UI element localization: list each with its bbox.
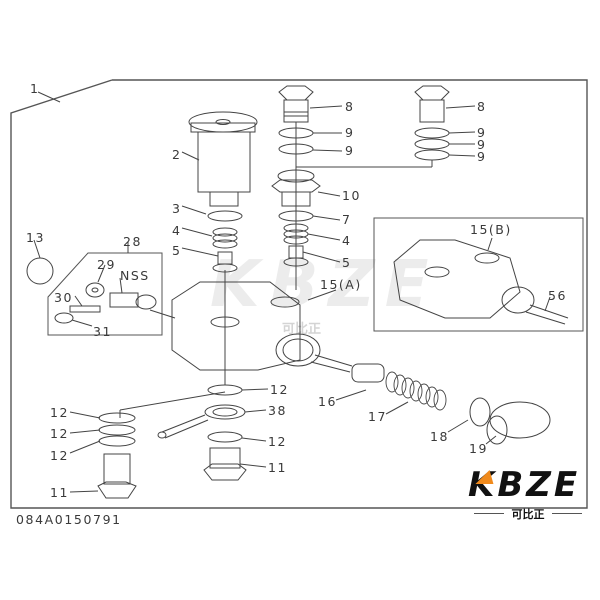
part-4-spring: [212, 227, 238, 249]
callout-11: 11: [268, 460, 287, 475]
callout-30: 30: [54, 290, 73, 305]
part-11b-bolt: [97, 453, 137, 499]
callout-56: 56: [548, 288, 567, 303]
callout-5: 5: [342, 255, 352, 270]
callout-17: 17: [368, 409, 387, 424]
drawing-code: 084A0150791: [16, 512, 122, 527]
inset-box-15b: [373, 217, 584, 332]
callout-15a: 15(A): [320, 277, 362, 292]
callout-1: 1: [30, 81, 40, 96]
part-31-clip: [54, 312, 74, 324]
part-3-oring: [207, 210, 243, 222]
callout-12: 12: [50, 448, 69, 463]
part-18-ring: [469, 397, 491, 427]
part-29-washer: [85, 282, 105, 298]
callout-10: 10: [342, 188, 361, 203]
callout-19: 19: [469, 441, 488, 456]
callout-38: 38: [268, 403, 287, 418]
callout-9: 9: [477, 125, 487, 140]
callout-12: 12: [50, 426, 69, 441]
inset-box-28: [47, 252, 163, 336]
part-8-bolt: [278, 85, 314, 123]
callout-nss: NSS: [120, 268, 150, 283]
callout-9: 9: [477, 149, 487, 164]
callout-18: 18: [430, 429, 449, 444]
part-11-bolt: [203, 447, 247, 481]
part-nss-lever: [109, 292, 157, 310]
part-12-washer: [207, 384, 243, 396]
part-16-piston: [351, 363, 385, 383]
callout-9: 9: [345, 143, 355, 158]
watermark-ghost: KBZE: [210, 248, 439, 322]
callout-28: 28: [123, 234, 142, 249]
callout-16: 16: [318, 394, 337, 409]
part-19-plug: [486, 401, 551, 445]
callout-29: 29: [97, 257, 116, 272]
callout-8: 8: [477, 99, 487, 114]
part-38-banjo: [157, 404, 246, 439]
watermark-ghost-subtitle: 可比正: [282, 322, 322, 337]
callout-9: 9: [345, 125, 355, 140]
part-15b-body: [393, 239, 569, 325]
leader-1: [37, 91, 61, 103]
callout-5: 5: [172, 243, 182, 258]
callout-3: 3: [172, 201, 182, 216]
callout-2: 2: [172, 147, 182, 162]
part-30-pin: [69, 305, 101, 313]
brand-logo-subtitle: 可比正: [468, 506, 588, 522]
callout-4: 4: [342, 233, 352, 248]
callout-13: 13: [26, 230, 45, 245]
part-10-fitting: [271, 169, 321, 207]
part-8b-bolt: [414, 85, 450, 123]
brand-logo-text: KBZE: [468, 465, 581, 505]
callout-12: 12: [50, 405, 69, 420]
part-2-cup: [188, 111, 258, 207]
part-17-spring: [385, 371, 447, 411]
callout-4: 4: [172, 223, 182, 238]
callout-12: 12: [270, 382, 289, 397]
assembly-frame: [10, 79, 588, 509]
callout-11: 11: [50, 485, 69, 500]
part-13-circlip: [26, 257, 54, 285]
brand-logo: KBZE 可比正: [468, 465, 588, 522]
callout-8: 8: [345, 99, 355, 114]
left-washer-stack: [98, 412, 136, 447]
part-5-valve: [212, 251, 238, 273]
callout-15b: 15(B): [470, 222, 512, 237]
part-15a-body: [171, 281, 353, 373]
callout-31: 31: [93, 324, 112, 339]
callout-9: 9: [477, 137, 487, 152]
callout-12: 12: [268, 434, 287, 449]
callout-7: 7: [342, 212, 352, 227]
